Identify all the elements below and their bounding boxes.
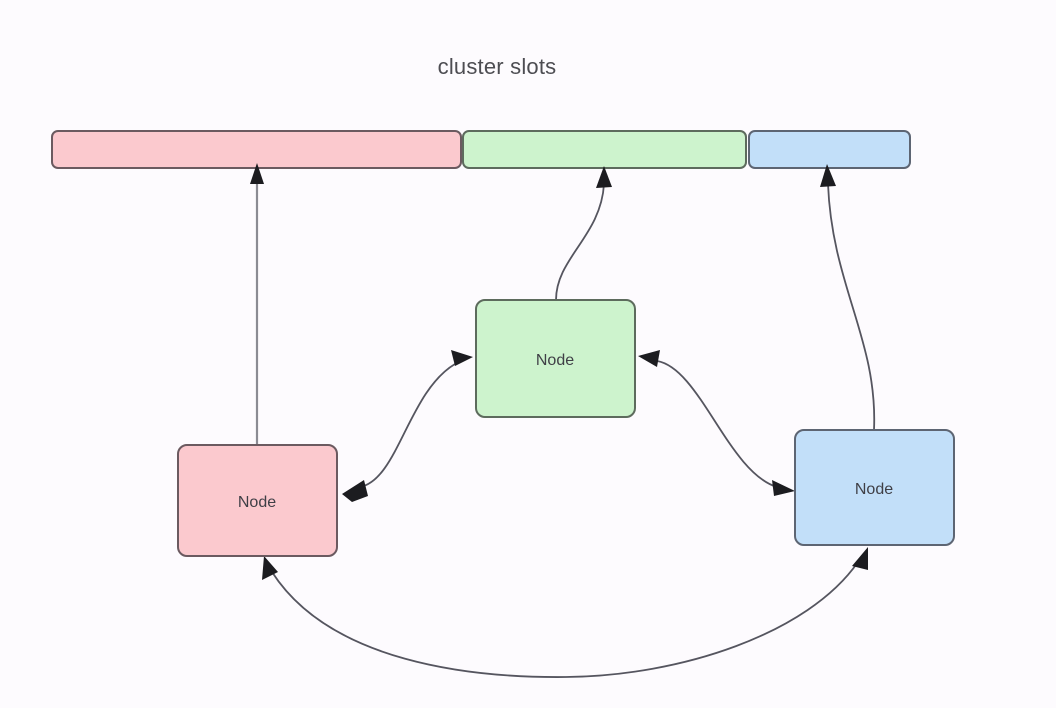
edge-pink-node-to-pink-slot: [250, 163, 264, 445]
edge-green-node-to-green-slot: [555, 166, 612, 301]
page-title: cluster slots: [438, 54, 557, 79]
node-blue-label: Node: [855, 481, 893, 498]
arrow-head-to-green: [451, 350, 473, 366]
node-blue[interactable]: Node: [794, 429, 955, 546]
arrow-head-to-pink: [342, 480, 368, 502]
slot-segment-green[interactable]: [462, 130, 747, 169]
arrow-head-to-green-2: [638, 350, 660, 367]
arrow-head-up-pink: [250, 163, 264, 184]
arrow-head-up-blue: [820, 164, 836, 187]
cluster-slot-bar: [51, 130, 911, 169]
edge-blue-node-to-blue-slot: [820, 164, 876, 431]
node-green[interactable]: Node: [475, 299, 636, 418]
node-green-box[interactable]: [475, 299, 636, 418]
slot-segment-blue[interactable]: [748, 130, 911, 169]
slot-segment-pink[interactable]: [51, 130, 462, 169]
edge-pink-blue: [262, 547, 868, 678]
edge-green-blue: [638, 350, 795, 496]
edge-pink-green: [342, 350, 473, 502]
arrow-head-to-pink-2: [262, 556, 278, 580]
node-blue-box[interactable]: [794, 429, 955, 546]
node-green-label: Node: [536, 352, 574, 369]
arrow-head-to-blue: [772, 480, 795, 496]
arrow-head-to-blue-2: [852, 547, 868, 570]
arrow-head-up-green: [596, 166, 612, 188]
node-pink-box[interactable]: [177, 444, 338, 557]
node-pink[interactable]: Node: [177, 444, 338, 557]
node-pink-label: Node: [238, 494, 276, 511]
